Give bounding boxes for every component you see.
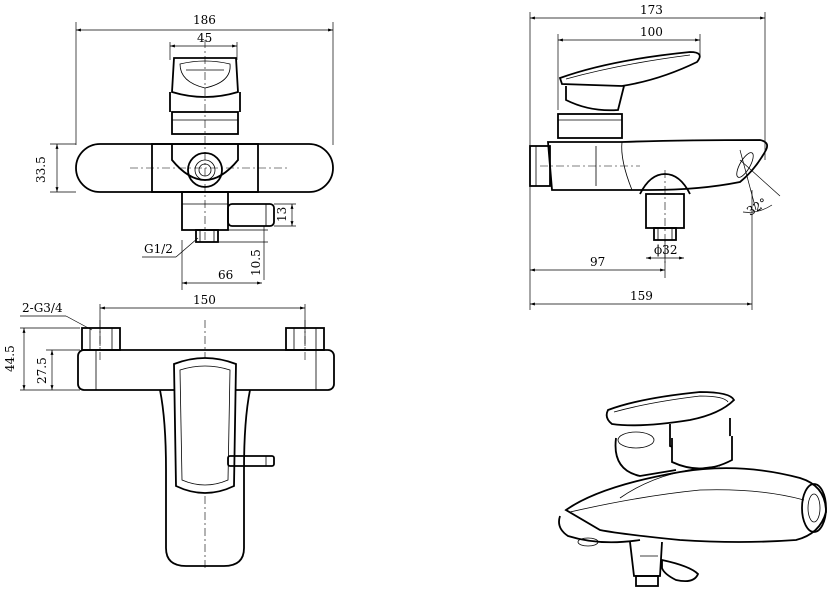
side-view: 173 100 97 159 ϕ32 32°: [529, 3, 781, 310]
dim-height-total: 44.5: [3, 345, 17, 372]
dim-thread-label: 2-G3/4: [22, 301, 63, 315]
front-view: 186 45 33.5 13 10.5 66 G1/2: [34, 13, 334, 290]
dim-handle-width: 45: [197, 31, 212, 45]
dim-spout-reach: 97: [590, 255, 605, 269]
dim-inlet-height: 10.5: [249, 249, 263, 276]
dim-offset: 66: [218, 268, 233, 282]
dim-height-body: 27.5: [35, 357, 49, 384]
isometric-view: [558, 391, 827, 587]
dim-spout-length: 159: [630, 289, 653, 303]
dim-outlet-angle: 32°: [744, 195, 769, 218]
dim-height: 33.5: [34, 156, 48, 183]
dim-inlet-thread: G1/2: [144, 242, 173, 256]
dim-centers: 150: [193, 293, 216, 307]
dim-diverter-height: 13: [275, 207, 289, 222]
top-view: 150 2-G3/4 44.5 27.5: [3, 293, 335, 570]
dim-depth-total: 173: [640, 3, 663, 17]
dim-handle-length: 100: [640, 25, 663, 39]
dim-width-total: 186: [193, 13, 216, 27]
dim-outlet-diameter: ϕ32: [654, 243, 677, 257]
